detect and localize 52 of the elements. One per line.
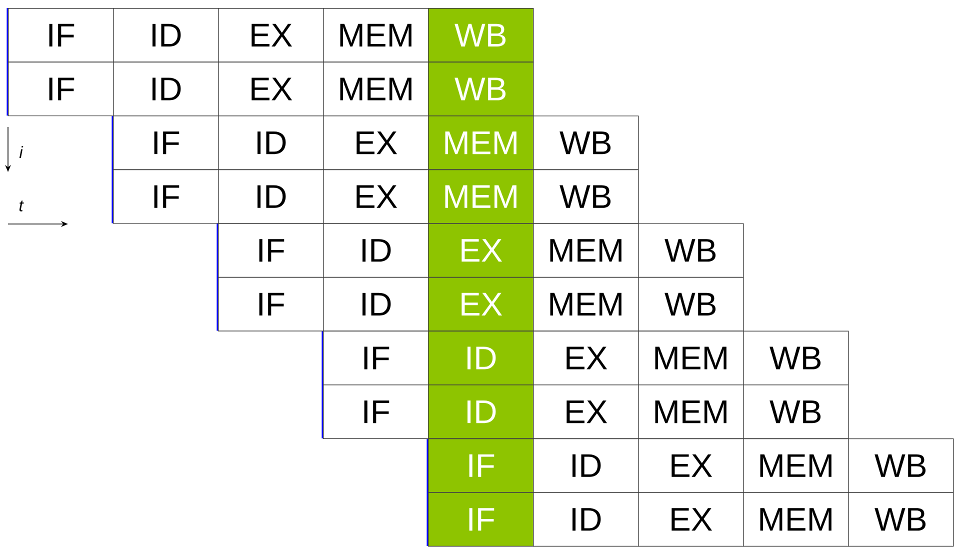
table-cell: ID xyxy=(218,116,324,170)
table-cell: ID xyxy=(533,492,639,547)
table-cell: EX xyxy=(638,438,744,493)
table-cell: WB xyxy=(743,330,849,386)
table-cell: IF xyxy=(323,384,429,439)
table-cell: EX xyxy=(638,492,744,547)
table-cell: EX xyxy=(533,384,639,439)
table-cell: EX xyxy=(323,116,429,170)
table-cell: IF xyxy=(113,116,219,170)
table-cell: IF xyxy=(218,223,324,278)
table-cell: MEM xyxy=(428,169,534,224)
table-cell: IF xyxy=(218,277,324,332)
table-cell: ID xyxy=(533,438,639,493)
table-cell: MEM xyxy=(638,330,744,386)
table-cell: EX xyxy=(218,8,324,62)
table-cell: ID xyxy=(113,8,219,62)
table-cell: ID xyxy=(218,169,324,224)
table-cell: EX xyxy=(323,169,429,224)
table-cell: ID xyxy=(428,384,534,439)
table-cell: EX xyxy=(533,330,639,386)
table-cell: MEM xyxy=(743,492,849,547)
table-cell: WB xyxy=(848,438,954,493)
table-cell: EX xyxy=(428,277,534,332)
table-cell: WB xyxy=(638,277,744,332)
table-cell: WB xyxy=(533,169,639,224)
table-cell: MEM xyxy=(743,438,849,493)
table-cell: EX xyxy=(428,223,534,278)
table-cell: IF xyxy=(428,438,534,493)
table-cell: ID xyxy=(323,223,429,278)
table-cell: WB xyxy=(533,116,639,170)
table-cell: WB xyxy=(848,492,954,547)
axis-label: t xyxy=(19,200,24,212)
table-cell: MEM xyxy=(533,223,639,278)
table-cell: MEM xyxy=(323,62,429,116)
table-cell: MEM xyxy=(428,116,534,170)
table-cell: WB xyxy=(638,223,744,278)
table-cell: IF xyxy=(8,8,114,62)
table-cell: EX xyxy=(218,62,324,116)
table-cell: WB xyxy=(428,62,534,116)
table-cell: IF xyxy=(113,169,219,224)
table-cell: ID xyxy=(323,277,429,332)
table-cell: IF xyxy=(323,330,429,386)
table-cell: MEM xyxy=(533,277,639,332)
table-cell: MEM xyxy=(638,384,744,439)
table-cell: WB xyxy=(743,384,849,439)
table-cell: ID xyxy=(428,330,534,386)
table-cell: IF xyxy=(8,62,114,116)
table-cell: WB xyxy=(428,8,534,62)
axis-label: i xyxy=(19,146,24,158)
table-cell: ID xyxy=(113,62,219,116)
table-cell: MEM xyxy=(323,8,429,62)
table-cell: IF xyxy=(428,492,534,547)
